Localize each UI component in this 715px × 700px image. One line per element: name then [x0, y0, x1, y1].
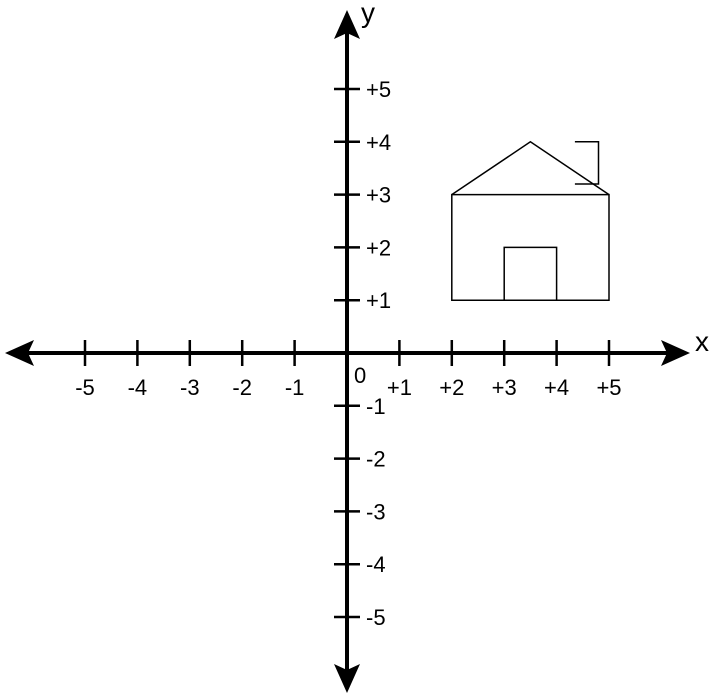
y-tick-label: -5	[366, 605, 386, 630]
x-tick-label: +2	[439, 375, 464, 400]
x-tick-label: -1	[285, 375, 305, 400]
y-tick-label: -1	[366, 394, 386, 419]
y-tick-label: -2	[366, 447, 386, 472]
y-tick-label: +2	[366, 235, 391, 260]
x-axis-ticks: -5 -4 -3 -2 -1 +1 +2 +3 +4 +5	[75, 340, 622, 400]
y-tick-label: +1	[366, 288, 391, 313]
y-tick-label: -3	[366, 499, 386, 524]
house-drawing	[451, 140, 610, 301]
x-tick-label: +5	[596, 375, 621, 400]
x-axis-label: x	[695, 326, 709, 357]
y-axis-arrow-up	[334, 10, 360, 39]
x-tick-label: +1	[387, 375, 412, 400]
y-tick-label: +3	[366, 183, 391, 208]
x-axis-arrow-left	[5, 340, 34, 366]
x-tick-label: +3	[492, 375, 517, 400]
y-axis-arrow-down	[334, 664, 360, 693]
y-tick-label: -4	[366, 552, 386, 577]
x-tick-label: -3	[180, 375, 200, 400]
house-chimney	[574, 141, 600, 185]
y-axis-ticks: +5 +4 +3 +2 +1 -1 -2 -3 -4 -5	[334, 77, 391, 630]
house-roof	[451, 140, 610, 196]
x-tick-label: -2	[232, 375, 252, 400]
x-tick-label: -5	[75, 375, 95, 400]
house-door	[503, 246, 558, 301]
x-tick-label: -4	[128, 375, 148, 400]
x-axis-arrow-right	[661, 340, 690, 366]
axes	[5, 10, 690, 693]
y-tick-label: +4	[366, 130, 391, 155]
x-tick-label: +4	[544, 375, 569, 400]
y-tick-label: +5	[366, 77, 391, 102]
y-axis-label: y	[361, 0, 375, 28]
origin-label: 0	[354, 363, 366, 388]
